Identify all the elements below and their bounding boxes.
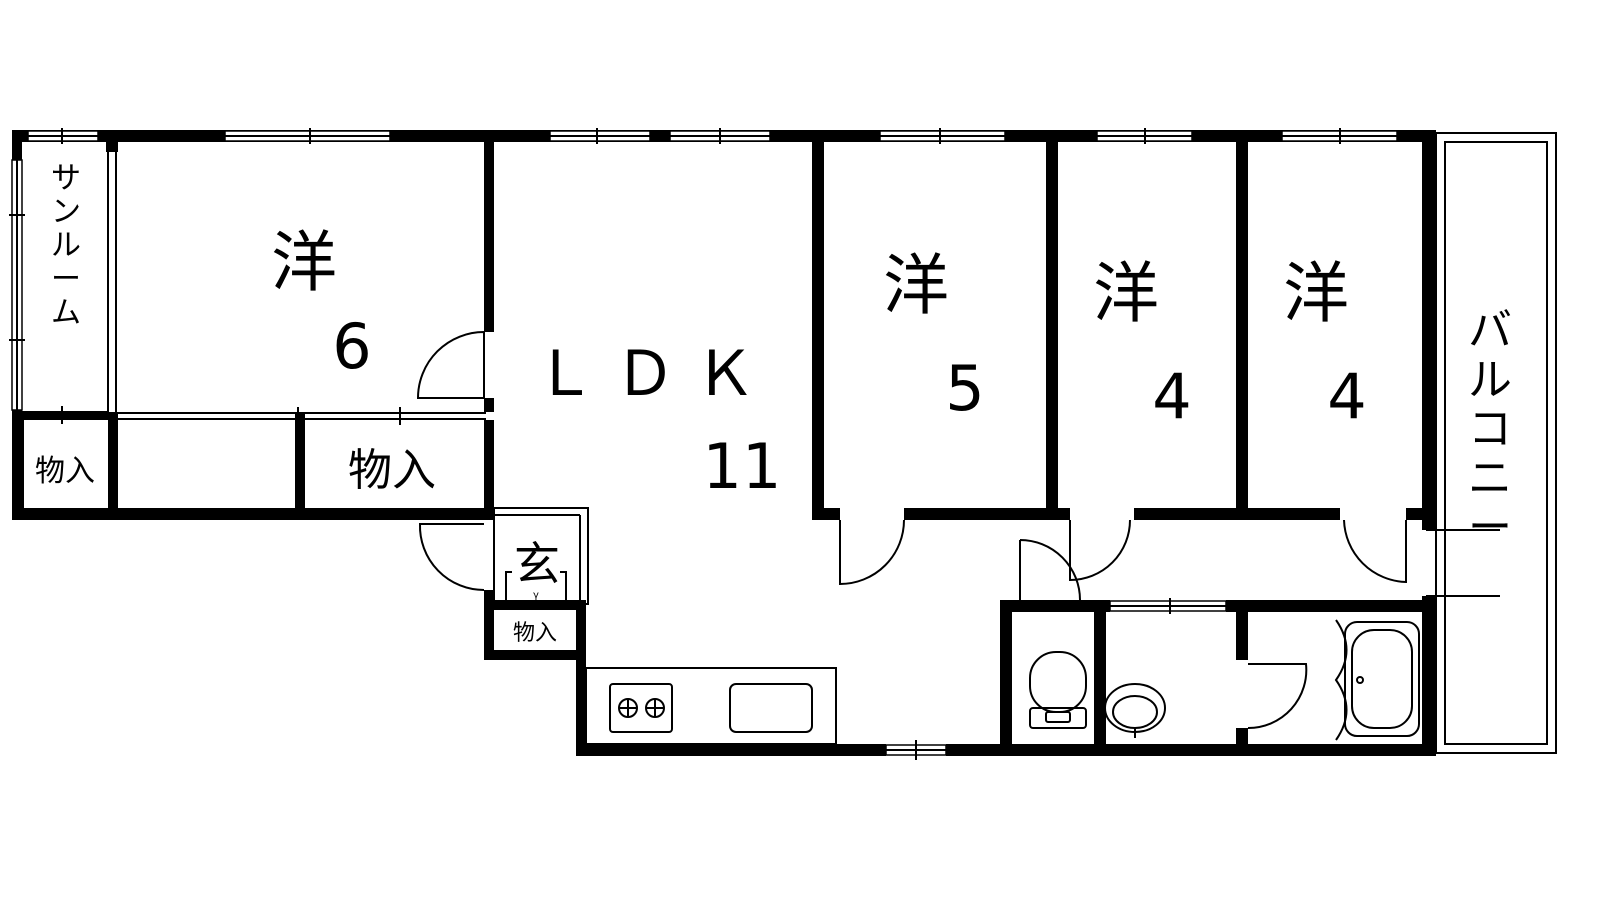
label-sunroom: サンルーム (51, 161, 81, 330)
label-entrance: 玄 (514, 537, 560, 591)
label-western-5-size: 5 (945, 352, 984, 425)
partition-w6-ldk (416, 142, 494, 520)
wash-basin (1104, 683, 1166, 738)
storage-zone (14, 407, 494, 520)
wet-area (1000, 539, 1426, 750)
window (27, 128, 99, 144)
label-storage-large: 物入 (348, 445, 436, 496)
window (1096, 128, 1193, 144)
label-western-6-size: 6 (332, 310, 371, 383)
label-ldk: ＬＤＫ (534, 337, 774, 410)
label-western-5-kanji: 洋 (883, 247, 949, 324)
label-western-4b-size: 4 (1327, 360, 1366, 433)
top-wall (14, 128, 1436, 144)
bedroom-partitions (812, 130, 1500, 756)
kitchen-sink (729, 683, 813, 733)
label-western-4a-size: 4 (1152, 360, 1191, 433)
label-western-4a-kanji: 洋 (1093, 255, 1159, 332)
kitchen-area (576, 667, 1436, 760)
window (224, 128, 391, 144)
entrance-area: γ (418, 507, 589, 755)
label-storage-small: 物入 (35, 454, 95, 489)
window (549, 128, 651, 144)
label-ldk-size: 11 (703, 430, 782, 503)
label-western-6-kanji: 洋 (271, 224, 337, 301)
toilet (1029, 651, 1087, 729)
window (1281, 128, 1398, 144)
stove (609, 683, 673, 733)
label-balcony: バルコニー (1468, 305, 1512, 553)
room-labels: サンルーム 洋 6 ＬＤＫ 11 洋 5 洋 4 洋 4 バルコニー 物入 物入… (35, 161, 1512, 646)
svg-text:γ: γ (533, 590, 539, 601)
window (879, 128, 1006, 144)
label-western-4b-kanji: 洋 (1283, 255, 1349, 332)
window (669, 128, 771, 144)
label-storage-entry: 物入 (513, 621, 557, 646)
bathtub (1334, 619, 1420, 741)
